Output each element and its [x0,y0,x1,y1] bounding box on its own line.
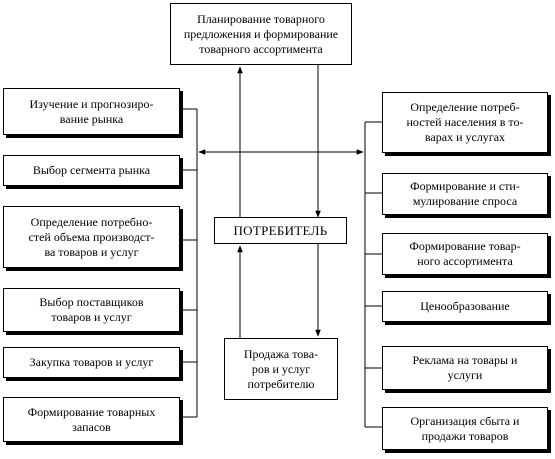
right-box-population-needs: Определение потреб- ностей населения в т… [382,92,548,153]
right-box-demand-stimulation: Формирование и сти- мулирование спроса [382,173,548,215]
right-box-sales-organization: Организация сбыта и продажи товаров [382,407,548,450]
right-box-assortment: Формирование товар- ного ассортимента [382,233,548,275]
left-box-market-research: Изучение и прогнозиро- вание рынка [3,88,180,135]
consumer-box: ПОТРЕБИТЕЛЬ [214,217,347,244]
top-box: Планирование товарного предложения и фор… [170,3,352,65]
right-box-advertising: Реклама на товары и услуги [382,346,548,390]
left-box-supplier-selection: Выбор поставщиков товаров и услуг [3,288,180,332]
left-box-purchasing: Закупка товаров и услуг [3,347,180,378]
sale-box: Продажа това- ров и услуг потребителю [224,338,338,400]
left-box-segment-selection: Выбор сегмента рынка [3,155,180,186]
right-box-pricing: Ценообразование [382,291,548,322]
left-box-production-needs: Определение потребно- стей объема произв… [3,206,180,268]
left-box-inventory: Формирование товарных запасов [3,397,180,442]
